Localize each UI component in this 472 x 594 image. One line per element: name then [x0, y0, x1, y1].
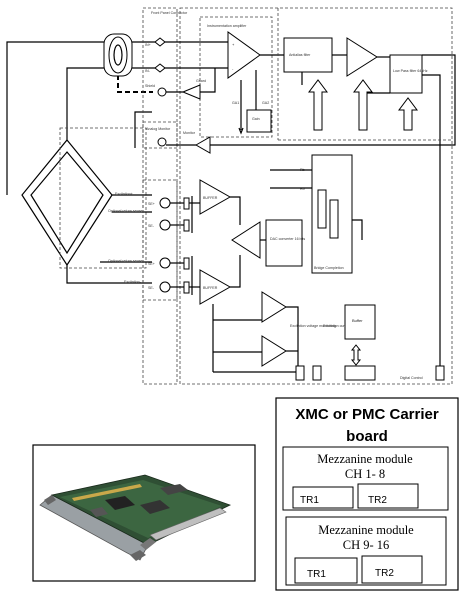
amp-minus: - [232, 66, 234, 71]
connector-pin [157, 87, 167, 97]
analog-monitor-block [142, 121, 178, 149]
digital-control-label: Digital Control [400, 376, 423, 380]
tr2-slot [361, 555, 423, 584]
connector-pin [159, 257, 171, 269]
antialias-filter-block [283, 37, 333, 73]
excitation-buffer-top-icon [199, 179, 232, 215]
tr2-label: TR2 [368, 495, 387, 506]
connector-pin [159, 197, 171, 209]
front-panel-label: Front Panel Connector [151, 11, 188, 15]
instrumentation-amp-region [199, 16, 273, 138]
excitation-connector-block [142, 179, 178, 301]
shield-label: Shield [145, 84, 155, 88]
module-2-channels: CH 9- 16 [343, 538, 390, 552]
instrumentation-amp-icon [227, 31, 261, 79]
module-1-channels: CH 1- 8 [345, 467, 385, 481]
board-photo [32, 444, 256, 582]
adc-voltage [295, 365, 305, 381]
low-pass-filter-label: Low Pass filter 64kHz [393, 69, 428, 73]
gain-arrow [238, 80, 244, 135]
rb-label: Rb [300, 187, 305, 191]
dac-driver-icon [231, 221, 261, 259]
connector-pin [159, 281, 171, 293]
sense-label: SE- [148, 224, 155, 228]
excitation-plus-label: Excitation+ [115, 192, 133, 196]
input-wiring [6, 41, 155, 284]
amp-plus: + [232, 42, 235, 47]
gain-label: Gain [252, 117, 260, 121]
connector-pin [154, 37, 166, 47]
sense-relays [183, 196, 193, 295]
guard-label: Guard [196, 79, 206, 83]
block-diagram: Front Panel Connector IN+ IN- Shield Ins… [6, 7, 456, 385]
carrier-title-line2: board [346, 428, 388, 445]
carrier-title-line1: XMC or PMC Carrier [295, 406, 439, 423]
buffer-label: Buffer [352, 318, 363, 323]
ga1-label: GA1 [232, 101, 239, 105]
sense-label: SE- [148, 286, 155, 290]
connector-pin [154, 63, 166, 73]
second-amp-icon [346, 37, 378, 77]
sense-label: SE+ [148, 202, 155, 206]
guard-buffer-icon [181, 84, 201, 100]
tr2-slot [357, 483, 419, 509]
control-arrows [308, 79, 418, 131]
optional-return-sense-top: Optional return sense [108, 209, 142, 213]
voltage-monitor-amp-icon [261, 291, 287, 323]
mezzanine-board-frame [179, 7, 453, 385]
module-1-title: Mezzanine module [317, 452, 413, 466]
dac-block [265, 219, 303, 267]
data-bus-block [344, 365, 376, 381]
tr1-label: TR1 [307, 569, 326, 580]
module-2-title: Mezzanine module [318, 523, 414, 537]
connector-pin [157, 137, 167, 147]
connector-pin [159, 219, 171, 231]
carrier-board: XMC or PMC Carrier board Mezzanine modul… [275, 397, 459, 591]
low-pass-filter-block [389, 54, 423, 94]
bridge-completion-label: Bridge Completion [314, 266, 344, 270]
optional-return-sense-bottom: Optional return sense [108, 259, 142, 263]
instr-amp-label: Instrumentation amplifier [207, 24, 247, 28]
ga2-label: GA2 [262, 101, 269, 105]
in-minus-label: IN- [145, 69, 151, 73]
tr1-slot [294, 557, 358, 584]
buffer-label: BUFFER [203, 286, 218, 290]
tr1-slot [292, 486, 354, 509]
buffer-label: BUFFER [203, 196, 218, 200]
buffer-block [344, 304, 376, 340]
resistor-icon [329, 199, 339, 239]
bidirectional-arrow-icon [350, 344, 362, 366]
shield-icon [103, 33, 133, 77]
dac-label: DAC converter 16 bits [270, 237, 305, 241]
tr2-label: TR2 [375, 568, 394, 579]
monitor-buffer-icon [194, 136, 211, 154]
excitation-minus-label: Excitation- [124, 280, 142, 284]
monitor-label: Monitor [183, 131, 196, 135]
tr1-label: TR1 [300, 495, 319, 506]
in-plus-label: IN+ [145, 43, 151, 47]
voltage-monitoring-label: Excitation voltage monitoring [290, 324, 336, 328]
antialias-filter-label: Antialias filter [289, 53, 311, 57]
resistor-icon [317, 189, 327, 229]
analog-monitor-label: Analog Monitor [146, 127, 171, 131]
adc-current [312, 365, 322, 381]
gain-block [246, 109, 272, 133]
output-port [435, 365, 445, 381]
sense-label: SE+ [148, 262, 155, 266]
current-monitor-amp-icon [261, 335, 287, 367]
